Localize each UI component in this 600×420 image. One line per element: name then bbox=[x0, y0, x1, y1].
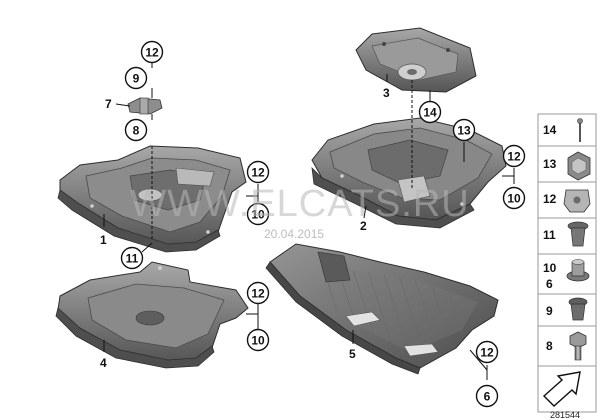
svg-text:8: 8 bbox=[546, 339, 553, 353]
label-3: 3 bbox=[383, 86, 390, 100]
collar-nut-icon bbox=[566, 259, 590, 282]
svg-text:8: 8 bbox=[133, 124, 140, 138]
callout-14: 14 bbox=[418, 100, 442, 124]
svg-text:12: 12 bbox=[480, 346, 494, 360]
date-stamp: 20.04.2015 bbox=[264, 227, 324, 241]
hex-bolt-icon bbox=[569, 331, 587, 361]
callout-12: 12 bbox=[140, 40, 164, 64]
svg-text:9: 9 bbox=[546, 304, 553, 318]
svg-text:12: 12 bbox=[251, 166, 265, 180]
panel-item-13: 13 bbox=[543, 151, 591, 181]
watermark: WWW.ELCATS.RU bbox=[130, 183, 470, 225]
panel-item-10-6: 10 6 bbox=[543, 259, 590, 291]
panel-item-12: 12 bbox=[543, 189, 591, 213]
grommet-icon bbox=[568, 297, 588, 321]
svg-text:12: 12 bbox=[145, 46, 159, 60]
callout-6: 6 bbox=[475, 384, 499, 408]
svg-text:13: 13 bbox=[543, 157, 557, 171]
spring-nut-icon bbox=[563, 189, 591, 213]
svg-text:10: 10 bbox=[543, 261, 557, 275]
part-1-front-underbody-shield bbox=[57, 145, 247, 253]
svg-text:12: 12 bbox=[543, 192, 557, 206]
leader-lines bbox=[103, 62, 515, 380]
expanding-rivet-icon bbox=[567, 221, 589, 247]
panel-item-11: 11 bbox=[543, 221, 589, 247]
callouts: 12 9 8 12 10 11 12 10 bbox=[120, 40, 526, 408]
callout-10: 10 bbox=[502, 186, 526, 210]
callout-12: 12 bbox=[475, 340, 499, 364]
label-1: 1 bbox=[100, 233, 107, 247]
document-number: 281544 bbox=[550, 410, 580, 420]
callout-11: 11 bbox=[120, 246, 144, 270]
svg-text:6: 6 bbox=[484, 390, 491, 404]
clip-nut-icon bbox=[567, 151, 591, 181]
callout-12: 12 bbox=[502, 144, 526, 168]
front-direction-arrow-icon bbox=[542, 371, 581, 407]
fastener-panel: 14 13 12 11 bbox=[537, 113, 597, 413]
svg-text:11: 11 bbox=[126, 252, 139, 266]
panel-item-14: 14 bbox=[543, 118, 583, 142]
svg-text:10: 10 bbox=[507, 192, 521, 206]
label-5: 5 bbox=[349, 347, 356, 361]
panel-item-8: 8 bbox=[546, 331, 587, 361]
part-number-labels: 7 1 4 3 2 5 bbox=[100, 86, 390, 370]
callout-10: 10 bbox=[246, 328, 270, 352]
panel-item-9: 9 bbox=[546, 297, 588, 321]
svg-text:13: 13 bbox=[457, 124, 471, 138]
part-4-lower-shield bbox=[55, 261, 249, 369]
label-2: 2 bbox=[360, 219, 367, 233]
callout-9: 9 bbox=[124, 66, 148, 90]
callout-12: 12 bbox=[246, 160, 270, 184]
part-7-bracket bbox=[127, 97, 163, 115]
part-2-rear-underbody-shield bbox=[311, 117, 507, 229]
label-7: 7 bbox=[105, 97, 112, 111]
part-3-top-heat-shield bbox=[355, 27, 477, 93]
callout-10: 10 bbox=[246, 202, 270, 226]
svg-text:14: 14 bbox=[543, 123, 557, 137]
label-4: 4 bbox=[100, 356, 107, 370]
part-5-lower-underbody-shield bbox=[265, 243, 499, 375]
svg-text:11: 11 bbox=[543, 228, 556, 242]
svg-text:10: 10 bbox=[251, 334, 265, 348]
callout-13: 13 bbox=[452, 118, 476, 142]
svg-text:9: 9 bbox=[133, 72, 140, 86]
svg-text:12: 12 bbox=[507, 150, 521, 164]
callout-12: 12 bbox=[246, 281, 270, 305]
callout-8: 8 bbox=[124, 118, 148, 142]
svg-text:10: 10 bbox=[251, 208, 265, 222]
pin-clip-icon bbox=[577, 118, 583, 142]
svg-text:14: 14 bbox=[423, 106, 437, 120]
svg-text:6: 6 bbox=[546, 277, 553, 291]
svg-text:12: 12 bbox=[251, 287, 265, 301]
